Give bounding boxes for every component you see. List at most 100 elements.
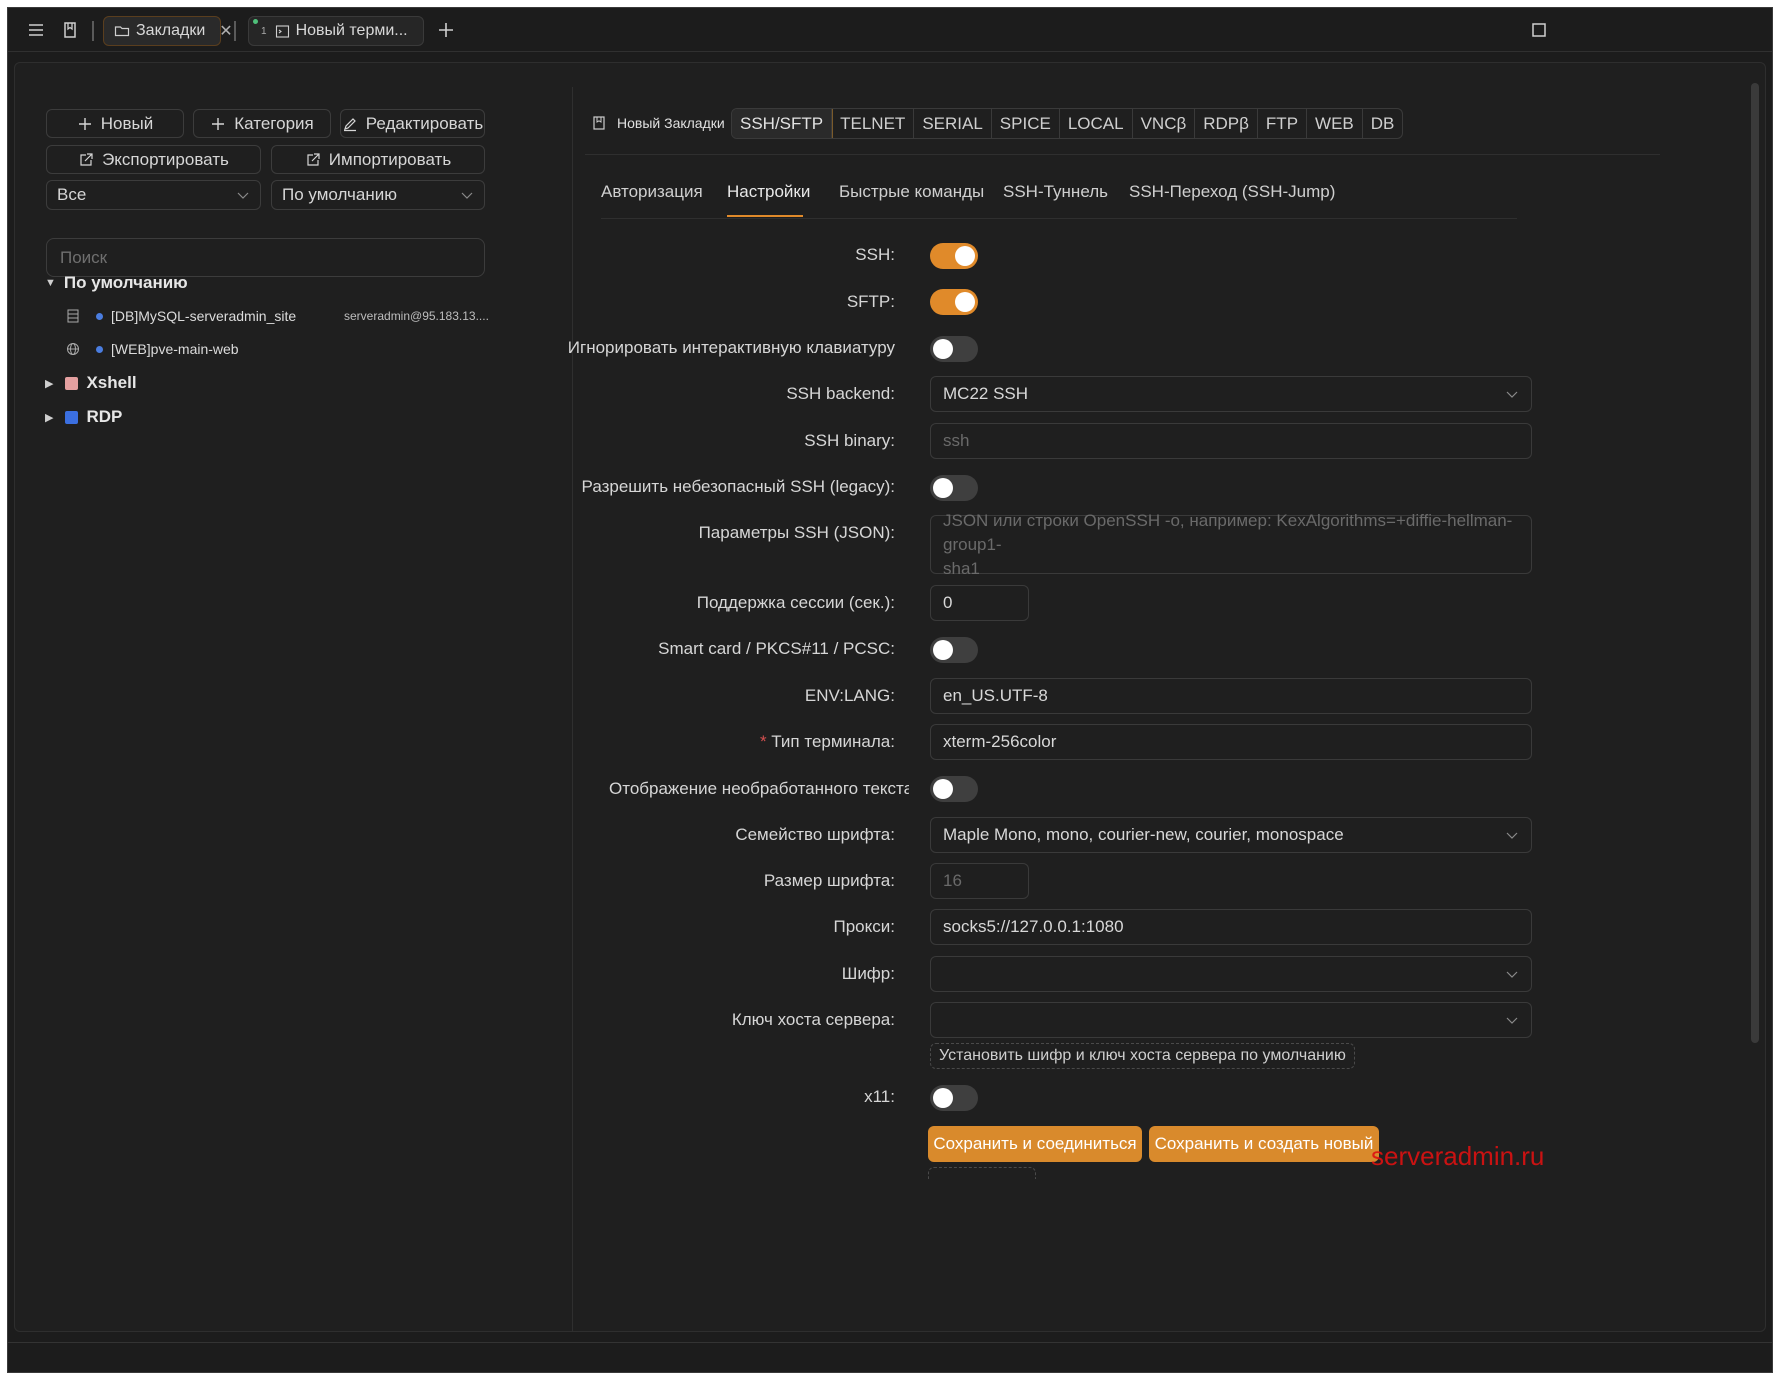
tab-rdp[interactable]: RDPβ (1195, 109, 1258, 138)
ignore-keyboard-toggle[interactable] (930, 336, 978, 362)
tab-bookmarks[interactable]: Закладки ✕ (103, 16, 233, 46)
database-icon (66, 309, 80, 323)
caret-right-icon: ▶ (45, 411, 54, 424)
set-default-cipher-button[interactable]: Установить шифр и ключ хоста сервера по … (930, 1043, 1355, 1069)
subtab-settings[interactable]: Настройки (727, 182, 811, 201)
tree-group-rdp[interactable]: ▶ RDP (45, 407, 122, 427)
scrollbar[interactable] (1751, 83, 1759, 1043)
save-connect-button[interactable]: Сохранить и соединиться (928, 1126, 1142, 1162)
tree-item-web[interactable]: [WEB]pve-main-web (66, 341, 239, 357)
filter-all-value: Все (57, 185, 87, 204)
close-icon[interactable]: ✕ (219, 23, 233, 40)
sftp-toggle[interactable] (930, 289, 978, 315)
save-connect-label: Сохранить и соединиться (933, 1134, 1137, 1153)
proxy-label: Прокси: (833, 917, 896, 936)
tab-ssh-sftp[interactable]: SSH/SFTP (732, 109, 834, 138)
set-default-cipher-label: Установить шифр и ключ хоста сервера по … (939, 1047, 1346, 1064)
import-icon (305, 152, 321, 168)
tab-serial[interactable]: SERIAL (914, 109, 992, 138)
ssh-params-textarea[interactable]: JSON или строки OpenSSH -o, например: Ke… (930, 511, 1532, 578)
separator (234, 21, 236, 41)
x11-toggle[interactable] (930, 1085, 978, 1111)
filter-all-select[interactable]: Все (46, 180, 261, 210)
menu-icon[interactable] (24, 18, 48, 42)
chevron-down-icon (1505, 828, 1519, 842)
terminal-icon (275, 24, 290, 39)
category-button[interactable]: Категория (193, 109, 331, 138)
new-button-label: Новый (100, 113, 154, 133)
partial-button[interactable] (928, 1167, 1036, 1179)
subtab-quick-commands[interactable]: Быстрые команды (839, 182, 985, 201)
ssh-binary-input[interactable]: ssh (930, 423, 1532, 459)
main-area: Новый Категория Редактировать Экспортиро… (14, 62, 1766, 1332)
proxy-value: socks5://127.0.0.1:1080 (943, 917, 1124, 936)
subtab-ssh-tunnel[interactable]: SSH-Туннель (1003, 182, 1108, 201)
tab-bookmarks-label: Закладки (136, 22, 206, 39)
ssh-params-placeholder: JSON или строки OpenSSH -o, например: Ke… (943, 510, 1513, 554)
bookmarks-panel: Новый Категория Редактировать Экспортиро… (15, 63, 575, 1331)
tree-group-xshell[interactable]: ▶ Xshell (45, 373, 137, 393)
tab-db[interactable]: DB (1370, 113, 1395, 133)
app-window: Закладки ✕ 1 Новый терми... Новый (7, 7, 1773, 1373)
separator (92, 21, 94, 41)
tab-spice[interactable]: SPICE (992, 109, 1060, 138)
tab-vnc[interactable]: VNCβ (1133, 109, 1196, 138)
tab-bar: Закладки ✕ 1 Новый терми... (8, 8, 1772, 52)
hostkey-select[interactable] (930, 1002, 1532, 1038)
filter-default-value: По умолчанию (282, 185, 397, 204)
chevron-down-icon (1505, 967, 1519, 981)
tab-local[interactable]: LOCAL (1060, 109, 1133, 138)
smartcard-label: Smart card / PKCS#11 / PCSC: (658, 639, 895, 658)
ssh-params-label: Параметры SSH (JSON): (698, 523, 895, 542)
maximize-icon[interactable] (1527, 18, 1551, 42)
cipher-select[interactable] (930, 956, 1532, 992)
ignore-keyboard-label: Игнорировать интерактивную клавиатуру (567, 338, 895, 357)
proxy-input[interactable]: socks5://127.0.0.1:1080 (930, 909, 1532, 945)
bookmark-icon[interactable] (58, 18, 82, 42)
smartcard-toggle[interactable] (930, 637, 978, 663)
legacy-toggle[interactable] (930, 475, 978, 501)
tab-terminal[interactable]: 1 Новый терми... (248, 16, 424, 46)
tree-item-db[interactable]: [DB]MySQL-serveradmin_site serveradmin@9… (66, 308, 489, 324)
keepalive-label: Поддержка сессии (сек.): (696, 593, 895, 612)
chevron-down-icon (1505, 1013, 1519, 1027)
font-family-value: Maple Mono, mono, courier-new, courier, … (943, 825, 1344, 844)
legacy-label: Разрешить небезопасный SSH (legacy): (581, 477, 895, 496)
font-size-input[interactable]: 16 (930, 863, 1029, 899)
tab-web[interactable]: WEB (1307, 109, 1363, 138)
save-new-button[interactable]: Сохранить и создать новый (1149, 1126, 1379, 1162)
subtab-ssh-jump[interactable]: SSH-Переход (SSH-Jump) (1129, 182, 1336, 201)
tab-telnet[interactable]: TELNET (832, 109, 915, 138)
subtab-auth[interactable]: Авторизация (601, 182, 703, 201)
import-button[interactable]: Импортировать (271, 145, 485, 174)
terminal-type-input[interactable]: xterm-256color (930, 724, 1532, 760)
export-button[interactable]: Экспортировать (46, 145, 261, 174)
export-button-label: Экспортировать (102, 149, 229, 169)
pencil-icon (342, 116, 358, 132)
bookmark-icon (591, 115, 607, 131)
font-size-placeholder: 16 (943, 871, 962, 890)
tab-ftp[interactable]: FTP (1258, 109, 1308, 138)
edit-button[interactable]: Редактировать (340, 109, 485, 138)
search-input[interactable]: Поиск (46, 238, 485, 277)
tree-group-label: По умолчанию (63, 273, 188, 292)
chevron-down-icon (460, 188, 474, 202)
keepalive-input[interactable]: 0 (930, 585, 1029, 621)
new-button[interactable]: Новый (46, 109, 184, 138)
protocol-selector: SSH/SFTP TELNET SERIAL SPICE LOCAL VNCβ … (731, 108, 1404, 139)
caret-right-icon: ▶ (45, 377, 54, 390)
ssh-params-placeholder-cont: sha1 (943, 558, 980, 578)
tree-group-default[interactable]: ▼ По умолчанию (45, 273, 188, 293)
envlang-input[interactable]: en_US.UTF-8 (930, 678, 1532, 714)
raw-text-toggle[interactable] (930, 776, 978, 802)
bookmark-editor: Новый Закладки SSH/SFTP TELNET SERIAL SP… (575, 63, 1765, 1331)
filter-default-select[interactable]: По умолчанию (271, 180, 485, 210)
ssh-backend-select[interactable]: MC22 SSH (930, 376, 1532, 412)
ssh-toggle[interactable] (930, 243, 978, 269)
add-tab-icon[interactable] (434, 18, 458, 42)
export-icon (78, 152, 94, 168)
font-family-select[interactable]: Maple Mono, mono, courier-new, courier, … (930, 817, 1532, 853)
ssh-backend-label: SSH backend: (786, 384, 895, 403)
chevron-down-icon (1505, 387, 1519, 401)
plus-icon (210, 116, 226, 132)
